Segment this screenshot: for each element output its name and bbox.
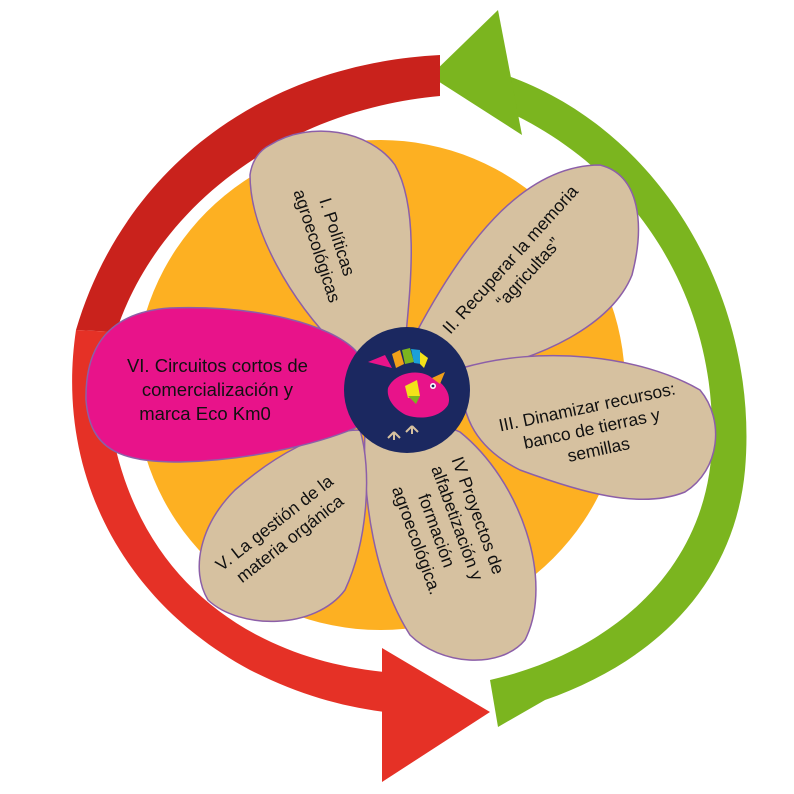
petal-v[interactable]: V. La gestión de la materia orgánica (198, 429, 368, 623)
petal-iii[interactable]: III. Dinamizar recursos: banco de tierra… (460, 354, 717, 501)
red-arrow-head (382, 648, 490, 782)
bird-figure (368, 348, 450, 440)
colorful-bird-logo-icon (344, 327, 470, 453)
green-arrow-head (430, 10, 522, 135)
dark-red-arrow-body (76, 55, 440, 332)
petal-v-shape[interactable] (198, 429, 368, 623)
green-arrow-body (490, 70, 747, 727)
petal-i[interactable]: I. Políticas agroecológicas (249, 130, 412, 362)
petal-iv[interactable]: IV Proyectos de alfabetización y formaci… (363, 419, 537, 661)
petal-vi[interactable]: VI. Circuitos cortos de comercialización… (85, 306, 371, 463)
petal-vi-label: VI. Circuitos cortos de comercialización… (127, 355, 313, 424)
petal-iii-shape[interactable] (460, 354, 717, 501)
